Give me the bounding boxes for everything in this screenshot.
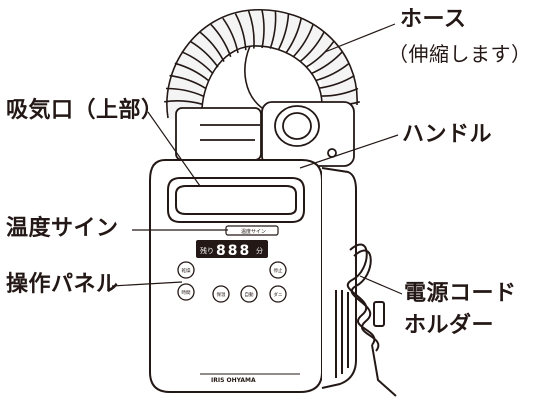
hose-rib: [165, 87, 204, 97]
panel-button-label: 時間: [182, 290, 191, 296]
hose-rib: [174, 62, 210, 82]
hose-rib: [269, 10, 277, 49]
hose-rib: [189, 40, 219, 68]
hose-rib: [299, 31, 325, 63]
panel-button-label: 保温: [217, 291, 226, 298]
hose-rib: [315, 62, 350, 82]
hose-rib: [261, 9, 265, 49]
hose-rib: [285, 18, 302, 54]
callout-cord-holder-2: ホルダー: [404, 313, 495, 338]
panel-button-label: 停止: [274, 267, 283, 274]
display-digits: 888: [216, 243, 251, 259]
panel-button-label: ダニ: [274, 291, 283, 298]
main-body: [149, 159, 357, 393]
hose-rib: [310, 51, 343, 75]
power-cord-graphic: [346, 243, 397, 397]
hose-rib: [318, 74, 355, 89]
hose-rib: [199, 31, 225, 62]
hose-rib: [320, 87, 359, 97]
temp-strip-label: 温度サイン: [241, 228, 266, 235]
hose-rib: [277, 13, 290, 51]
hose-rib: [169, 74, 206, 89]
callout-panel: 操作パネル: [6, 272, 119, 297]
panel-button-label: 乾燥: [182, 267, 191, 274]
callout-temp-sign: 温度サイン: [6, 216, 119, 241]
hose-rib: [305, 40, 335, 68]
callout-cord-holder-1: 電源コード: [404, 281, 517, 306]
hose-graphic: [164, 9, 361, 120]
hose-rib: [181, 51, 214, 75]
callout-lines: [111, 23, 403, 295]
display-left-label: 残り: [200, 246, 214, 255]
callout-intake: 吸気口（上部）: [6, 98, 164, 123]
hose-rib: [292, 24, 314, 58]
upper-head: [175, 101, 355, 167]
callout-hose: ホース: [400, 7, 467, 32]
display-right-label: 分: [256, 246, 263, 255]
callout-handle: ハンドル: [402, 122, 493, 147]
control-panel-graphic: [177, 261, 287, 303]
panel-button-label: 自動: [245, 291, 254, 298]
brand-logo: IRIS OHYAMA: [211, 377, 256, 384]
callout-hose-note: （伸縮します）: [388, 42, 532, 66]
